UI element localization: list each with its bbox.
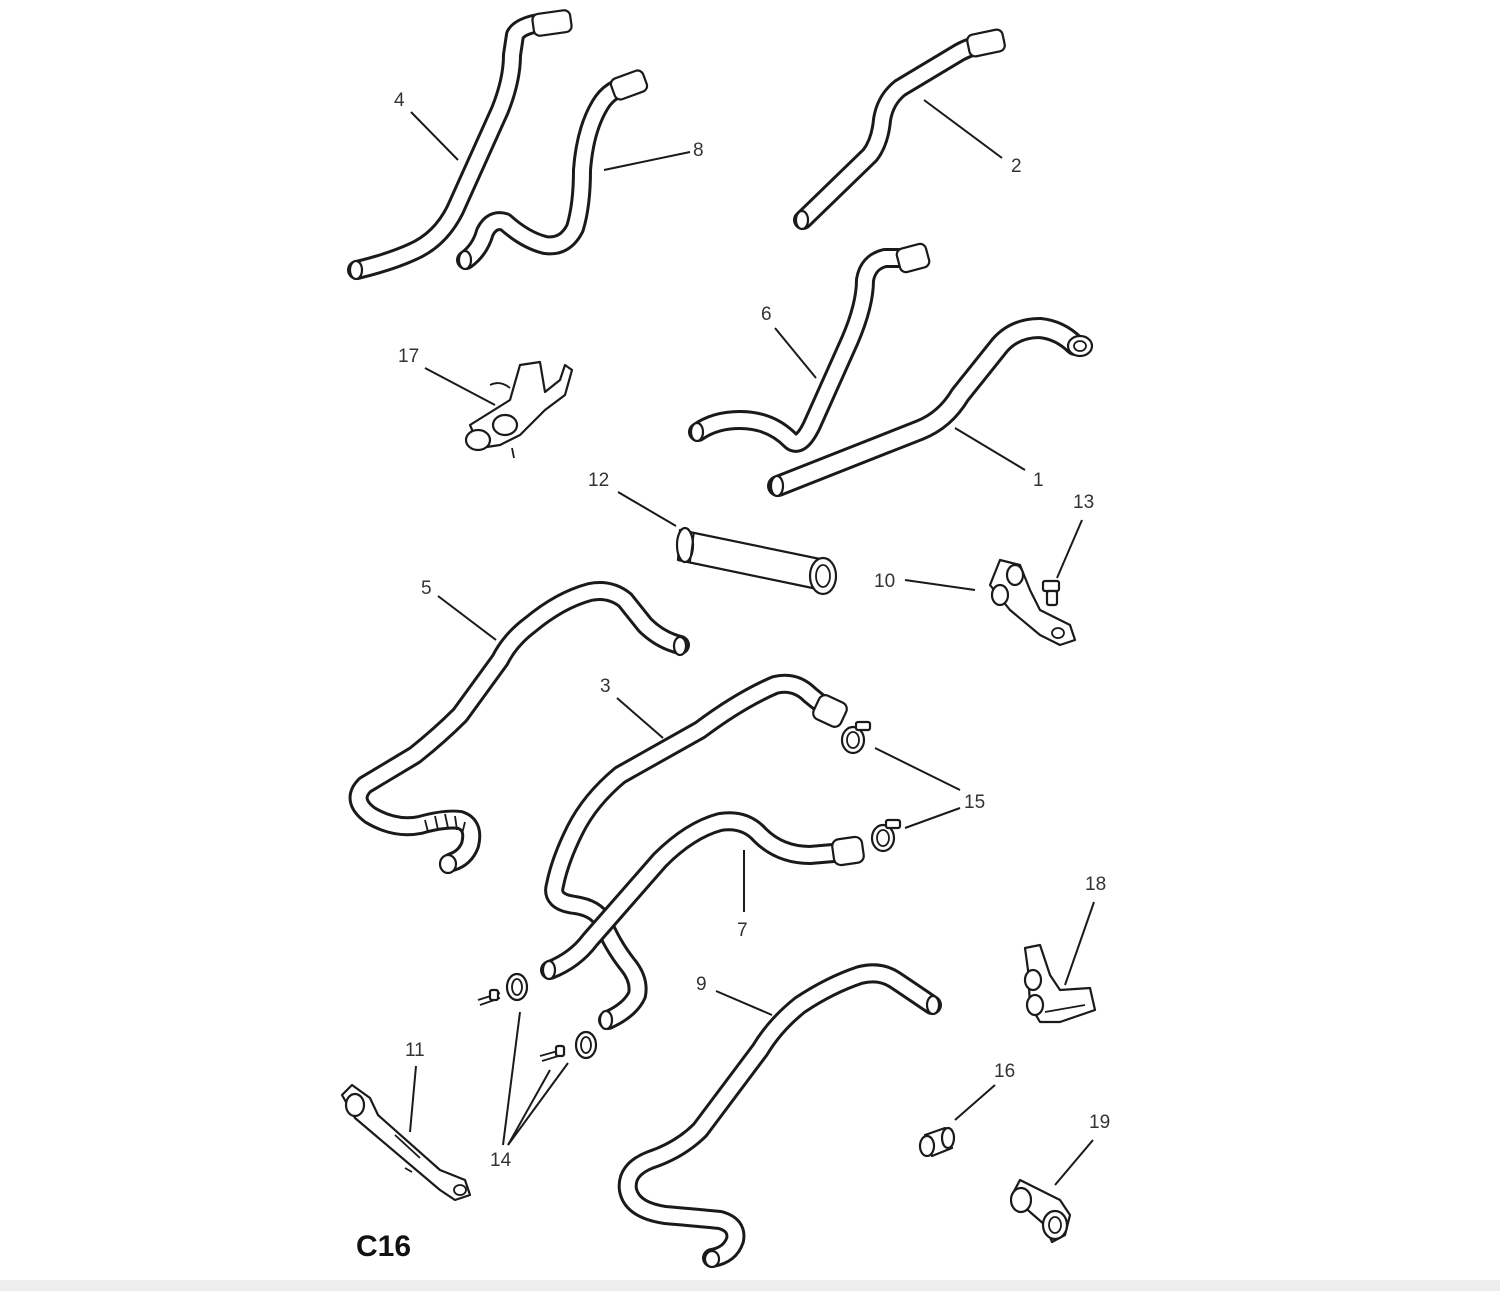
clamp-part-15-lower[interactable] [870, 818, 902, 853]
bolt-part-13[interactable] [1041, 579, 1061, 607]
callout-5: 5 [421, 578, 432, 599]
callout-14: 14 [490, 1150, 512, 1171]
callout-2: 2 [1011, 156, 1022, 177]
diagram-code-label: C16 [356, 1230, 412, 1263]
bracket-part-10[interactable] [988, 558, 1077, 647]
callout-16: 16 [994, 1061, 1015, 1082]
hose-part-4[interactable] [347, 9, 573, 281]
callout-12: 12 [588, 470, 609, 491]
callout-8: 8 [693, 140, 704, 161]
bottom-scroll-bar [0, 1280, 1500, 1291]
hose-part-2[interactable] [793, 28, 1006, 231]
callout-10: 10 [874, 571, 895, 592]
clamp-part-15-upper[interactable] [840, 720, 872, 755]
clamp-part-14-b[interactable] [539, 1030, 598, 1062]
clip-part-19[interactable] [1009, 1178, 1072, 1244]
callout-18: 18 [1085, 874, 1106, 895]
callout-13: 13 [1073, 492, 1094, 513]
hose-part-9[interactable] [617, 963, 942, 1269]
hose-part-8[interactable] [456, 69, 649, 271]
pipe-part-12[interactable] [675, 526, 838, 596]
hose-part-3[interactable] [544, 673, 849, 1031]
callout-9: 9 [696, 974, 707, 995]
hose-part-6[interactable] [688, 242, 931, 453]
callout-11: 11 [405, 1040, 425, 1061]
bracket-part-18[interactable] [1023, 943, 1097, 1024]
hose-part-1[interactable] [767, 317, 1094, 498]
clip-part-17[interactable] [464, 360, 574, 459]
callout-6: 6 [761, 304, 772, 325]
hose-part-5[interactable] [348, 581, 690, 875]
callout-1: 1 [1033, 470, 1044, 491]
connector-part-16[interactable] [918, 1126, 956, 1158]
callout-19: 19 [1089, 1112, 1110, 1133]
hose-part-7[interactable] [540, 811, 865, 981]
callout-7: 7 [737, 920, 748, 941]
callout-17: 17 [398, 346, 419, 367]
callout-3: 3 [600, 676, 611, 697]
callout-labels: 1 2 3 4 5 6 7 8 9 10 11 12 13 14 15 16 1… [394, 90, 1110, 1171]
callout-4: 4 [394, 90, 405, 111]
clamp-part-14-a[interactable] [477, 972, 529, 1006]
leader-lines [409, 99, 1095, 1186]
bracket-part-11[interactable] [340, 1083, 472, 1202]
callout-15: 15 [964, 792, 985, 813]
